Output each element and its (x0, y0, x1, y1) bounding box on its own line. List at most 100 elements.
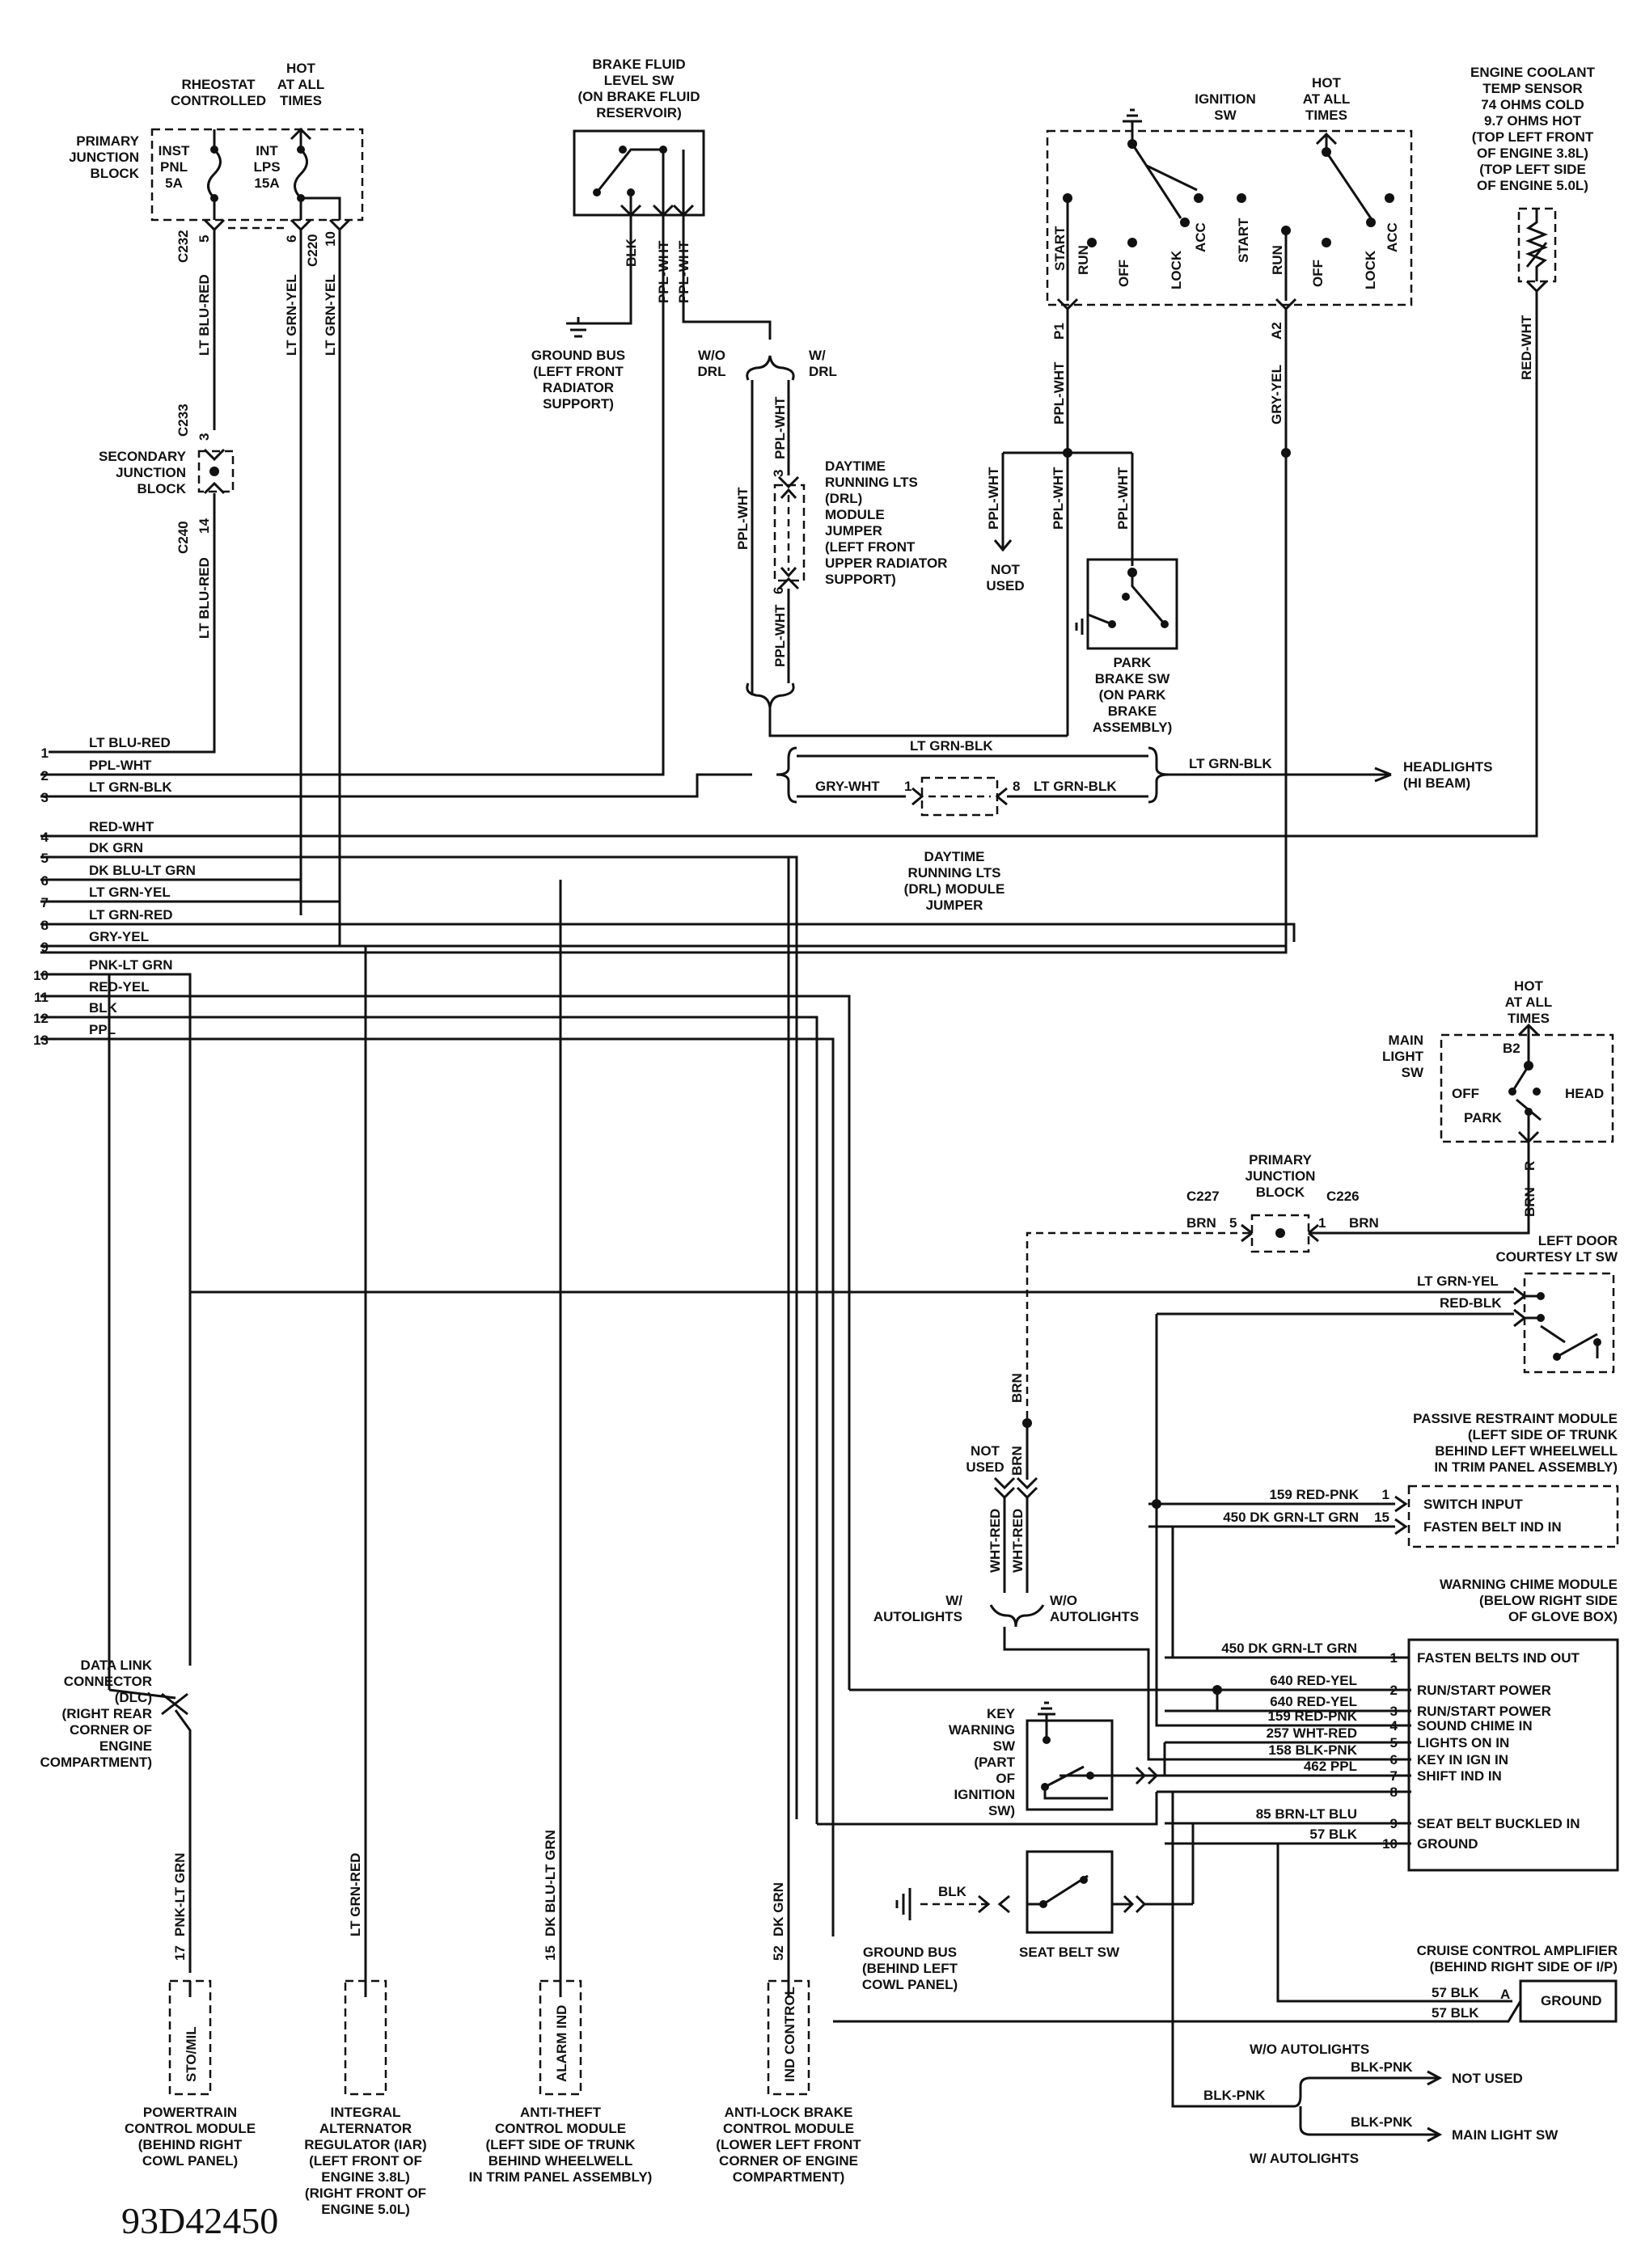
module-box-label: ALARM IND (554, 2005, 569, 2082)
passive-pin-connector (1394, 1495, 1408, 1513)
module-title-line: POWERTRAIN (143, 2105, 237, 2120)
cruise-control-amplifier: CRUISE CONTROL AMPLIFIER(BEHIND RIGHT SI… (833, 1943, 1618, 2023)
pjb2-brn5: BRN (1186, 1215, 1216, 1231)
cruise-wire-57-blk-2: 57 BLK (1432, 2005, 1479, 2021)
module-title-line: (BEHIND RIGHT (138, 2137, 243, 2152)
module-title-line: ENGINE 5.0L) (321, 2202, 410, 2217)
module-title-line: CONTROL MODULE (495, 2121, 626, 2136)
bottom-w-autolights: W/ AUTOLIGHTS (1250, 2151, 1359, 2166)
ignition-contacts (1063, 193, 1394, 247)
pos-off-2: OFF (1310, 260, 1326, 287)
bottom-wo-autolights: W/O AUTOLIGHTS (1250, 2042, 1369, 2057)
ignition-a2: A2 (1269, 322, 1284, 340)
chime-pin-label: SHIFT IND IN (1417, 1768, 1502, 1784)
drl-wire-ppl-wht-1: PPL-WHT (772, 396, 788, 459)
pos-acc-2: ACC (1385, 222, 1400, 252)
cluster-wire-color: DK GRN (89, 840, 143, 855)
pjb2-pin5: 5 (1229, 1215, 1237, 1231)
cluster-wire-color: GRY-YEL (89, 929, 149, 944)
cluster-wire-num: 2 (41, 768, 49, 783)
module-title-line: BEHIND WHEELWELL (488, 2153, 633, 2169)
chime-pin-label: SEAT BELT BUCKLED IN (1417, 1816, 1580, 1831)
cluster-wire-color: LT BLU-RED (89, 735, 171, 750)
drl-wire-gry-wht: GRY-WHT (815, 779, 880, 794)
chime-pin-wire: 450 DK GRN-LT GRN (1221, 1641, 1357, 1656)
bottom-module-feeds (299, 857, 790, 1981)
module-title-line: COMPARTMENT) (733, 2169, 845, 2185)
module-box-label: IND CONTROL (782, 1987, 797, 2082)
cruise-title: CRUISE CONTROL AMPLIFIER(BEHIND RIGHT SI… (1417, 1943, 1618, 1974)
passive-pin-connector (1394, 1518, 1408, 1535)
pos-start-2: START (1236, 218, 1251, 263)
pos-start-1: START (1052, 226, 1068, 271)
drl-jumper-pin3: 3 (771, 470, 786, 477)
drl-pin1: 1 (904, 779, 911, 794)
pjb-pin10: 10 (323, 231, 338, 247)
door-wire-lt-grn-yel: LT GRN-YEL (1417, 1273, 1499, 1289)
module-box-label: STO/MIL (184, 2026, 199, 2082)
ignition-p1: P1 (1051, 323, 1067, 340)
passive-title: PASSIVE RESTRAINT MODULE(LEFT SIDE OF TR… (1413, 1411, 1618, 1475)
auto-wire-brn-2: BRN (1009, 1446, 1025, 1476)
chime-pin-wire: 57 BLK (1309, 1827, 1357, 1842)
module-title-line: ANTI-LOCK BRAKE (725, 2105, 853, 2120)
cluster-wire-num: 4 (41, 830, 49, 845)
pos-lock-1: LOCK (1169, 250, 1184, 289)
cluster-wire-color: DK BLU-LT GRN (89, 863, 196, 878)
cruise-a: A (1500, 1987, 1510, 2002)
pjb2-c226: C226 (1326, 1189, 1360, 1204)
cruise-wire-57-blk-1: 57 BLK (1432, 1985, 1479, 2000)
module-wire: LT GRN-RED (348, 1852, 363, 1936)
wire-lt-grn-yel-1: LT GRN-YEL (284, 274, 299, 356)
figure-code: 93D42450 (121, 2200, 278, 2241)
module-title-line: CONTROL MODULE (723, 2121, 854, 2136)
bottom-wire-blk-pnk-2: BLK-PNK (1351, 2114, 1413, 2130)
module-title-line: (LOWER LEFT FRONT (716, 2137, 861, 2152)
chime-pin-wire: 462 PPL (1304, 1759, 1357, 1774)
module-wire: PNK-LT GRN (172, 1852, 188, 1936)
chime-pin-wire: 85 BRN-LT BLU (1256, 1806, 1357, 1822)
module-title-line: REGULATOR (IAR) (304, 2137, 426, 2152)
cruise-ground: GROUND (1541, 1993, 1602, 2008)
module-title-line: ANTI-THEFT (520, 2105, 602, 2120)
auto-wire-brn-1: BRN (1009, 1373, 1025, 1403)
passive-pin-number: 15 (1374, 1510, 1389, 1525)
chime-pin-label: GROUND (1417, 1836, 1478, 1852)
door-wire-red-blk: RED-BLK (1440, 1295, 1502, 1311)
chime-pin-label: RUN/START POWER (1417, 1704, 1551, 1719)
cluster-wire-color: BLK (89, 1000, 118, 1016)
main-light-park: PARK (1464, 1110, 1503, 1126)
autolights-bottom-branch: BLK-PNK W/O AUTOLIGHTS W/ AUTOLIGHTS BLK… (1171, 1792, 1559, 2166)
module-title-line: IN TRIM PANEL ASSEMBLY) (469, 2169, 653, 2185)
ign-wire-ppl-wht-l: PPL-WHT (986, 467, 1001, 530)
module-wire: DK GRN (771, 1882, 786, 1936)
cluster-wire-color: RED-WHT (89, 819, 154, 834)
module-pin: 52 (771, 1945, 786, 1961)
seat-belt-title: SEAT BELT SW (1019, 1945, 1120, 1960)
auto-wire-wht-red-1: WHT-RED (988, 1509, 1003, 1573)
chime-pin-wire: 257 WHT-RED (1267, 1725, 1357, 1741)
chime-pin-label: LIGHTS ON IN (1417, 1735, 1509, 1751)
bottom-wire-blk-pnk-src: BLK-PNK (1203, 2088, 1266, 2103)
module-wire: DK BLU-LT GRN (543, 1830, 558, 1936)
module-title-line: ENGINE 3.8L) (321, 2169, 410, 2185)
w-drl-label: W/DRL (809, 348, 837, 379)
main-light-b2: B2 (1503, 1041, 1520, 1056)
drl-module: LT GRN-BLK GRY-WHT 1 8 LT GRN-BLK LT GRN… (40, 738, 1493, 913)
pjb2-c227: C227 (1186, 1189, 1220, 1204)
module-connector-box (344, 1979, 387, 2096)
